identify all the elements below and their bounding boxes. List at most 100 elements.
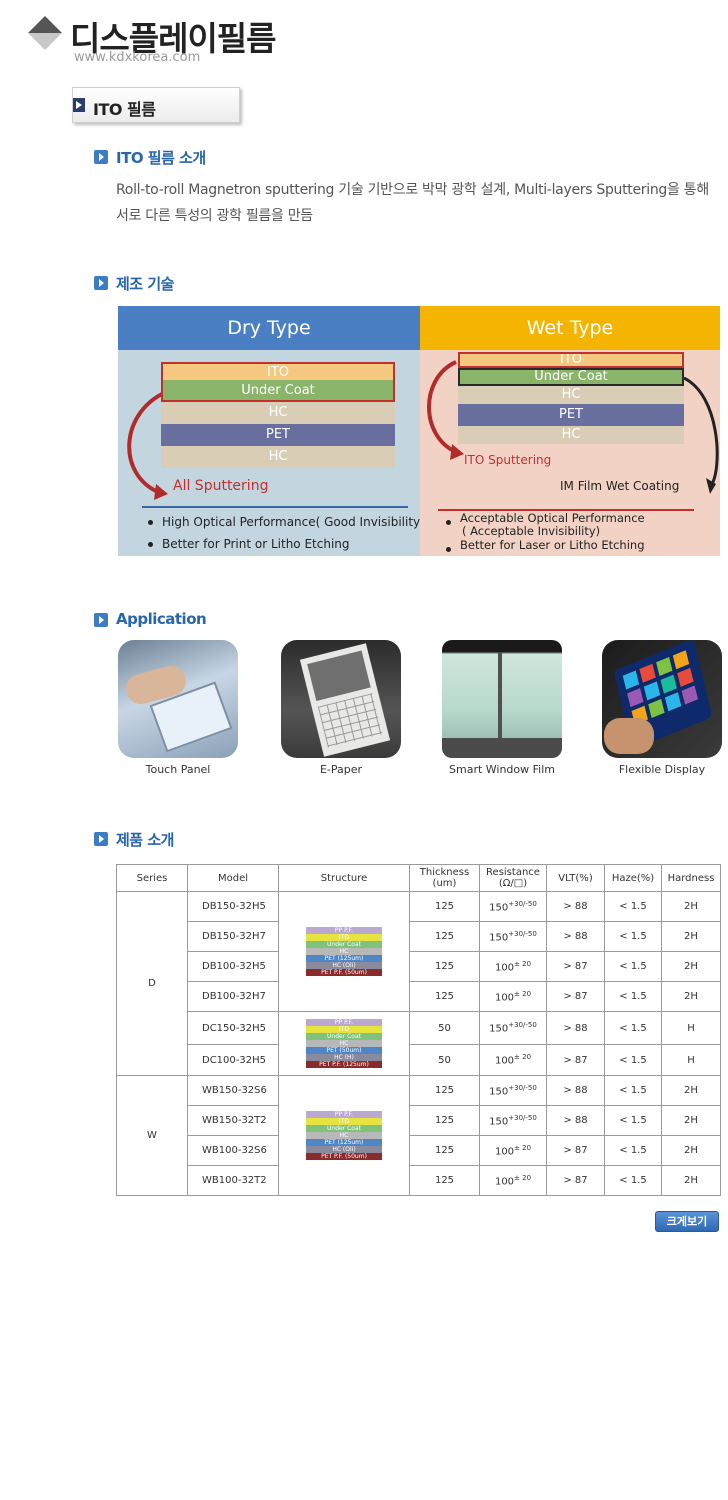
thickness-cell: 125 — [409, 981, 480, 1012]
col-header-series: Series — [116, 864, 188, 892]
wet-layer-hc: HC — [458, 386, 684, 404]
app-caption: Flexible Display — [618, 763, 706, 776]
model-cell: WB100-32S6 — [187, 1135, 279, 1166]
table-row: WB150-32T2 125 150+30/-50 > 88 < 1.5 2H — [117, 1105, 721, 1136]
structure-stack: PP P.F. ITO Under Coat HC PET (125um) HC… — [306, 1111, 382, 1160]
vlt-cell: > 88 — [546, 1075, 605, 1106]
dry-outline — [161, 362, 395, 402]
series-cell: W — [116, 1075, 188, 1196]
wet-layer-undercoat: Under Coat — [458, 368, 684, 386]
thickness-cell: 125 — [409, 1105, 480, 1136]
app-smart-window: Smart Window Film — [442, 640, 562, 776]
hardness-cell: 2H — [661, 1105, 721, 1136]
bullet-arrow-icon — [94, 613, 108, 627]
col-header-vlt: VLT(%) — [546, 864, 605, 892]
table-row: W WB150-32S6 PP P.F. ITO Under Coat HC P… — [116, 1075, 721, 1196]
thickness-cell: 125 — [409, 1135, 480, 1166]
dry-layer-hc: HC — [161, 402, 395, 424]
model-cell: DC100-32H5 — [187, 1044, 279, 1076]
intro-text: Roll-to-roll Magnetron sputtering 기술 기반으… — [116, 177, 716, 229]
vlt-cell: > 87 — [546, 1165, 605, 1196]
flexible-display-image — [602, 640, 722, 758]
app-flexible-display: Flexible Display — [602, 640, 722, 776]
col-header-resistance: Resistance(Ω/□) — [479, 864, 547, 892]
sputter-arrow-icon — [127, 392, 168, 500]
resistance-cell: 150+30/-50 — [479, 1075, 547, 1106]
thickness-cell: 125 — [409, 1165, 480, 1196]
section-tab-label: ITO 필름 — [93, 100, 156, 119]
e-paper-image — [281, 640, 401, 758]
bullet-arrow-icon — [94, 150, 108, 164]
application-gallery: Touch Panel E-Paper Smart Window Film — [118, 640, 722, 780]
dry-type-title: Dry Type — [118, 306, 420, 350]
intro-line: Roll-to-roll Magnetron sputtering 기술 기반으… — [116, 182, 709, 198]
haze-cell: < 1.5 — [604, 1011, 662, 1045]
product-table: Series Model Structure Thickness(um) Res… — [116, 864, 721, 1196]
thickness-cell: 50 — [409, 1011, 480, 1045]
col-header-hardness: Hardness — [661, 864, 721, 892]
arrow-right-icon — [73, 98, 85, 112]
haze-cell: < 1.5 — [604, 1135, 662, 1166]
wet-process-left: ITO Sputtering — [464, 453, 552, 467]
smart-window-image — [442, 640, 562, 758]
haze-cell: < 1.5 — [604, 891, 662, 922]
col-header-haze: Haze(%) — [604, 864, 662, 892]
bullet-item-sub: ( Acceptable Invisibility) — [462, 524, 601, 538]
model-cell: DB150-32H7 — [187, 921, 279, 952]
resistance-cell: 150+30/-50 — [479, 1011, 547, 1045]
bullet-item: Acceptable Optical Performance — [444, 511, 645, 525]
dry-bullets: High Optical Performance( Good Invisibil… — [146, 511, 420, 555]
intro-line: 서로 다른 특성의 광학 필름을 만듬 — [116, 208, 313, 224]
table-row: WB100-32S6 125 100± 20 > 87 < 1.5 2H — [117, 1135, 721, 1166]
hardness-cell: 2H — [661, 891, 721, 922]
dry-layer-hc-bottom: HC — [161, 446, 395, 468]
bullet-arrow-icon — [94, 276, 108, 290]
resistance-cell: 100± 20 — [479, 1044, 547, 1076]
series-cell: D — [116, 891, 188, 1076]
page-header: 디스플레이필름 www.kdxkorea.com — [26, 12, 706, 68]
thickness-cell: 125 — [409, 1075, 480, 1106]
dry-divider — [142, 506, 408, 508]
wet-type-panel: Wet Type ITO Under Coat HC PET HC ITO Sp… — [420, 306, 720, 556]
model-cell: WB150-32T2 — [187, 1105, 279, 1136]
page-title: 디스플레이필름 — [70, 19, 277, 58]
resistance-cell: 150+30/-50 — [479, 921, 547, 952]
table-row: DC150-32H5 PP P.F. ITO Under Coat HC PET… — [117, 1011, 721, 1076]
hardness-cell: 2H — [661, 1135, 721, 1166]
table-row: WB100-32T2 125 100± 20 > 87 < 1.5 2H — [117, 1165, 721, 1196]
haze-cell: < 1.5 — [604, 981, 662, 1012]
haze-cell: < 1.5 — [604, 921, 662, 952]
wet-outline-undercoat — [458, 368, 684, 386]
dry-layer-undercoat: Under Coat — [161, 380, 395, 402]
hardness-cell: 2H — [661, 1075, 721, 1106]
wet-divider — [438, 509, 694, 511]
structure-stack: PP P.F. ITO Under Coat HC PET (125um) HC… — [306, 927, 382, 976]
resistance-cell: 100± 20 — [479, 1135, 547, 1166]
model-cell: DB100-32H7 — [187, 981, 279, 1012]
touch-panel-image — [118, 640, 238, 758]
wet-layer-hc-bottom: HC — [458, 426, 684, 444]
table-row: D DB150-32H5 PP P.F. ITO Under Coat HC P… — [116, 891, 721, 1076]
section-tab-ito-film[interactable]: ITO 필름 — [72, 87, 240, 123]
haze-cell: < 1.5 — [604, 1165, 662, 1196]
app-caption: Smart Window Film — [449, 763, 555, 776]
zoom-in-button[interactable]: 크게보기 — [655, 1211, 719, 1232]
haze-cell: < 1.5 — [604, 951, 662, 982]
haze-cell: < 1.5 — [604, 1075, 662, 1106]
manufacturing-diagram: Dry Type ITO Under Coat HC PET HC All Sp… — [118, 306, 720, 556]
app-e-paper: E-Paper — [281, 640, 401, 776]
dry-layer-ito: ITO — [161, 362, 395, 384]
haze-cell: < 1.5 — [604, 1105, 662, 1136]
haze-cell: < 1.5 — [604, 1044, 662, 1076]
resistance-cell: 100± 20 — [479, 951, 547, 982]
wet-arrows-icon — [427, 360, 719, 494]
model-cell: WB150-32S6 — [187, 1075, 279, 1106]
thickness-cell: 125 — [409, 891, 480, 922]
thickness-cell: 50 — [409, 1044, 480, 1076]
hardness-cell: 2H — [661, 981, 721, 1012]
vlt-cell: > 87 — [546, 951, 605, 982]
wet-layer-pet: PET — [458, 404, 684, 426]
wet-layer-ito: ITO — [458, 352, 684, 368]
resistance-cell: 150+30/-50 — [479, 1105, 547, 1136]
thickness-cell: 125 — [409, 951, 480, 982]
